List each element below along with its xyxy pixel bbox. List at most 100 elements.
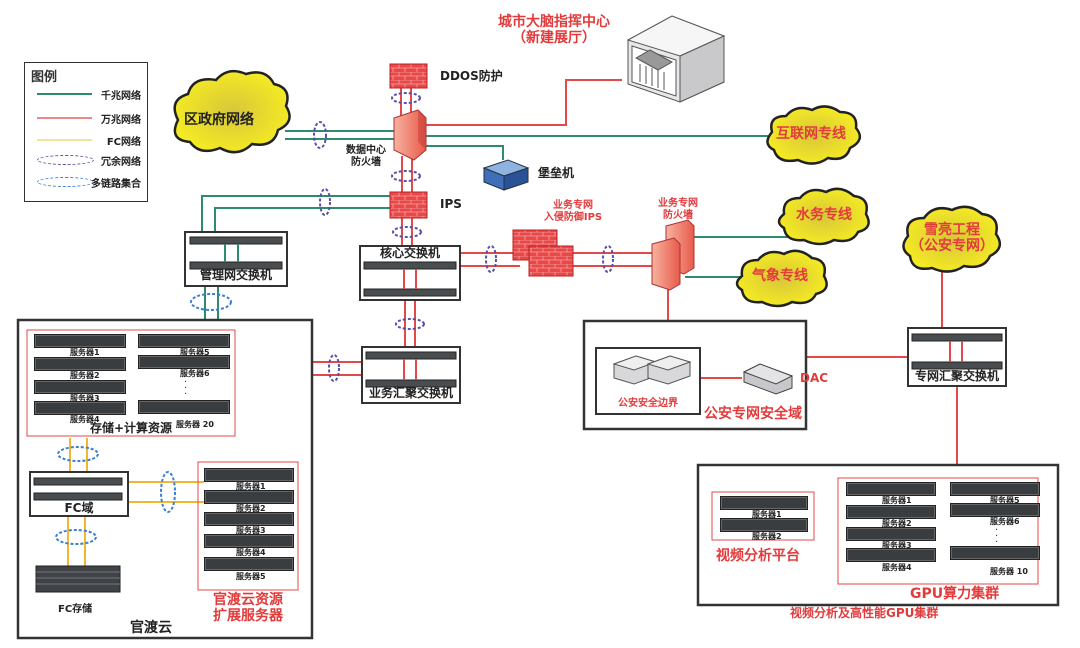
cloud-weather: [735, 249, 828, 308]
expansion-label: 官渡云资源 扩展服务器: [213, 592, 283, 625]
server-label: 服务器2: [236, 504, 266, 513]
dac-device-icon: [742, 363, 794, 395]
police-boundary-switch-icon: [612, 355, 692, 385]
xueliang-label: 雪亮工程 （公安专网）: [910, 222, 994, 255]
dc-firewall-icon: [393, 109, 427, 161]
server-unit: [204, 468, 294, 482]
server-label: 服务器4: [70, 415, 100, 424]
server-unit: [204, 534, 294, 548]
server-unit: [34, 334, 126, 348]
dac-label: DAC: [800, 371, 829, 385]
guandu-cloud-label: 官渡云: [130, 620, 172, 636]
server-unit: [34, 380, 126, 394]
storage-compute-zone: [26, 329, 236, 437]
redundant-ellipse: [602, 245, 614, 273]
core-switch-label: 核心交换机: [379, 246, 440, 260]
gigabit-swatch: [37, 93, 92, 95]
police-domain-label: 公安专网安全域: [704, 406, 802, 422]
legend-item-fc: FC网络: [31, 133, 143, 148]
server-label: 服务器4: [236, 548, 266, 557]
redundant-ellipse: [328, 354, 340, 382]
aggregation-swatch: [37, 177, 94, 187]
aggregation-ellipse: [160, 471, 176, 513]
legend-item-aggregation: 多链路集合: [31, 175, 143, 190]
cloud-water: [777, 187, 870, 246]
redundant-ellipse: [319, 188, 331, 216]
server-unit: [720, 518, 808, 532]
server-unit: [846, 482, 936, 496]
gpu-cluster-zone: [837, 477, 1039, 585]
legend-item-redundant: 冗余网络: [31, 153, 143, 168]
legend: 图例 千兆网络 万兆网络 FC网络 冗余网络 多链路集合: [24, 62, 148, 202]
server-unit: [846, 527, 936, 541]
biz-agg-switch-label: 业务汇聚交换机: [368, 386, 453, 400]
redundant-ellipse: [391, 92, 421, 104]
internet-label: 互联网专线: [776, 126, 846, 142]
biz-firewall-icon: [651, 219, 695, 291]
legend-title: 图例: [31, 70, 58, 85]
server-label: 服务器1: [236, 482, 266, 491]
switch-unit: [33, 477, 123, 486]
switch-unit: [363, 261, 457, 270]
switch-unit: [189, 236, 283, 245]
server-unit: [950, 482, 1040, 496]
link-fw-bastion: [425, 145, 504, 160]
command-center-label: 城市大脑指挥中心 （新建展厅）: [498, 14, 610, 47]
ten-gigabit-swatch: [37, 117, 92, 119]
private-agg-switch-label: 专网汇聚交换机: [914, 369, 999, 383]
ellipsis-dots: · · ·: [184, 377, 188, 400]
server-label: 服务器2: [752, 532, 782, 541]
server-unit: [204, 512, 294, 526]
ips-firewall-icon: [389, 191, 428, 219]
mgmt-switch-label: 管理网交换机: [199, 268, 272, 282]
aggregation-ellipse: [57, 446, 99, 462]
server-label: 服务器3: [882, 541, 912, 550]
video-gpu-zone: [696, 463, 1060, 607]
redundant-swatch: [37, 155, 94, 165]
server-unit: [34, 401, 126, 415]
cloud-district-network: [173, 69, 291, 154]
cloud-xueliang: [902, 205, 1002, 273]
server-label: 服务器1: [882, 496, 912, 505]
bastion-host-icon: [482, 159, 530, 191]
fc-swatch: [37, 139, 92, 141]
aggregation-ellipse: [55, 529, 97, 545]
link-fw-command-center: [425, 79, 622, 126]
server-label: 服务器6: [180, 369, 210, 378]
server-label: 服务器2: [882, 519, 912, 528]
cloud-internet: [766, 105, 862, 165]
video-platform-zone: [711, 491, 815, 541]
server-label: 服务器2: [70, 371, 100, 380]
expansion-zone: [197, 461, 299, 591]
server-label: 服务器5: [180, 348, 210, 357]
server-label: 服务器3: [236, 526, 266, 535]
district-network-label: 区政府网络: [184, 112, 254, 128]
bastion-label: 堡垒机: [538, 166, 575, 180]
server-label: 服务器5: [990, 496, 1020, 505]
redundant-ellipse: [485, 245, 497, 273]
police-domain-zone: [582, 319, 808, 431]
server-label: 服务器 10: [990, 567, 1028, 576]
link-ips-mgmt-1: [201, 195, 390, 232]
server-unit: [846, 548, 936, 562]
redundant-ellipse: [313, 121, 327, 149]
switch-unit: [365, 379, 457, 388]
link-ips-mgmt-2: [214, 207, 390, 232]
server-unit: [138, 400, 230, 414]
police-boundary-box: [595, 347, 701, 415]
weather-label: 气象专线: [752, 268, 808, 284]
server-unit: [720, 496, 808, 510]
server-unit: [950, 503, 1040, 517]
server-unit: [138, 334, 230, 348]
switch-unit: [189, 261, 283, 270]
video-gpu-zone-label: 视频分析及高性能GPU集群: [790, 606, 939, 620]
police-boundary-label: 公安安全边界: [618, 398, 678, 409]
switch-unit: [911, 333, 1003, 342]
server-unit: [34, 357, 126, 371]
ddos-label: DDOS防护: [440, 69, 503, 83]
server-label: 服务器3: [70, 394, 100, 403]
switch-unit: [365, 351, 457, 360]
server-unit: [950, 546, 1040, 560]
legend-item-gigabit: 千兆网络: [31, 87, 143, 102]
